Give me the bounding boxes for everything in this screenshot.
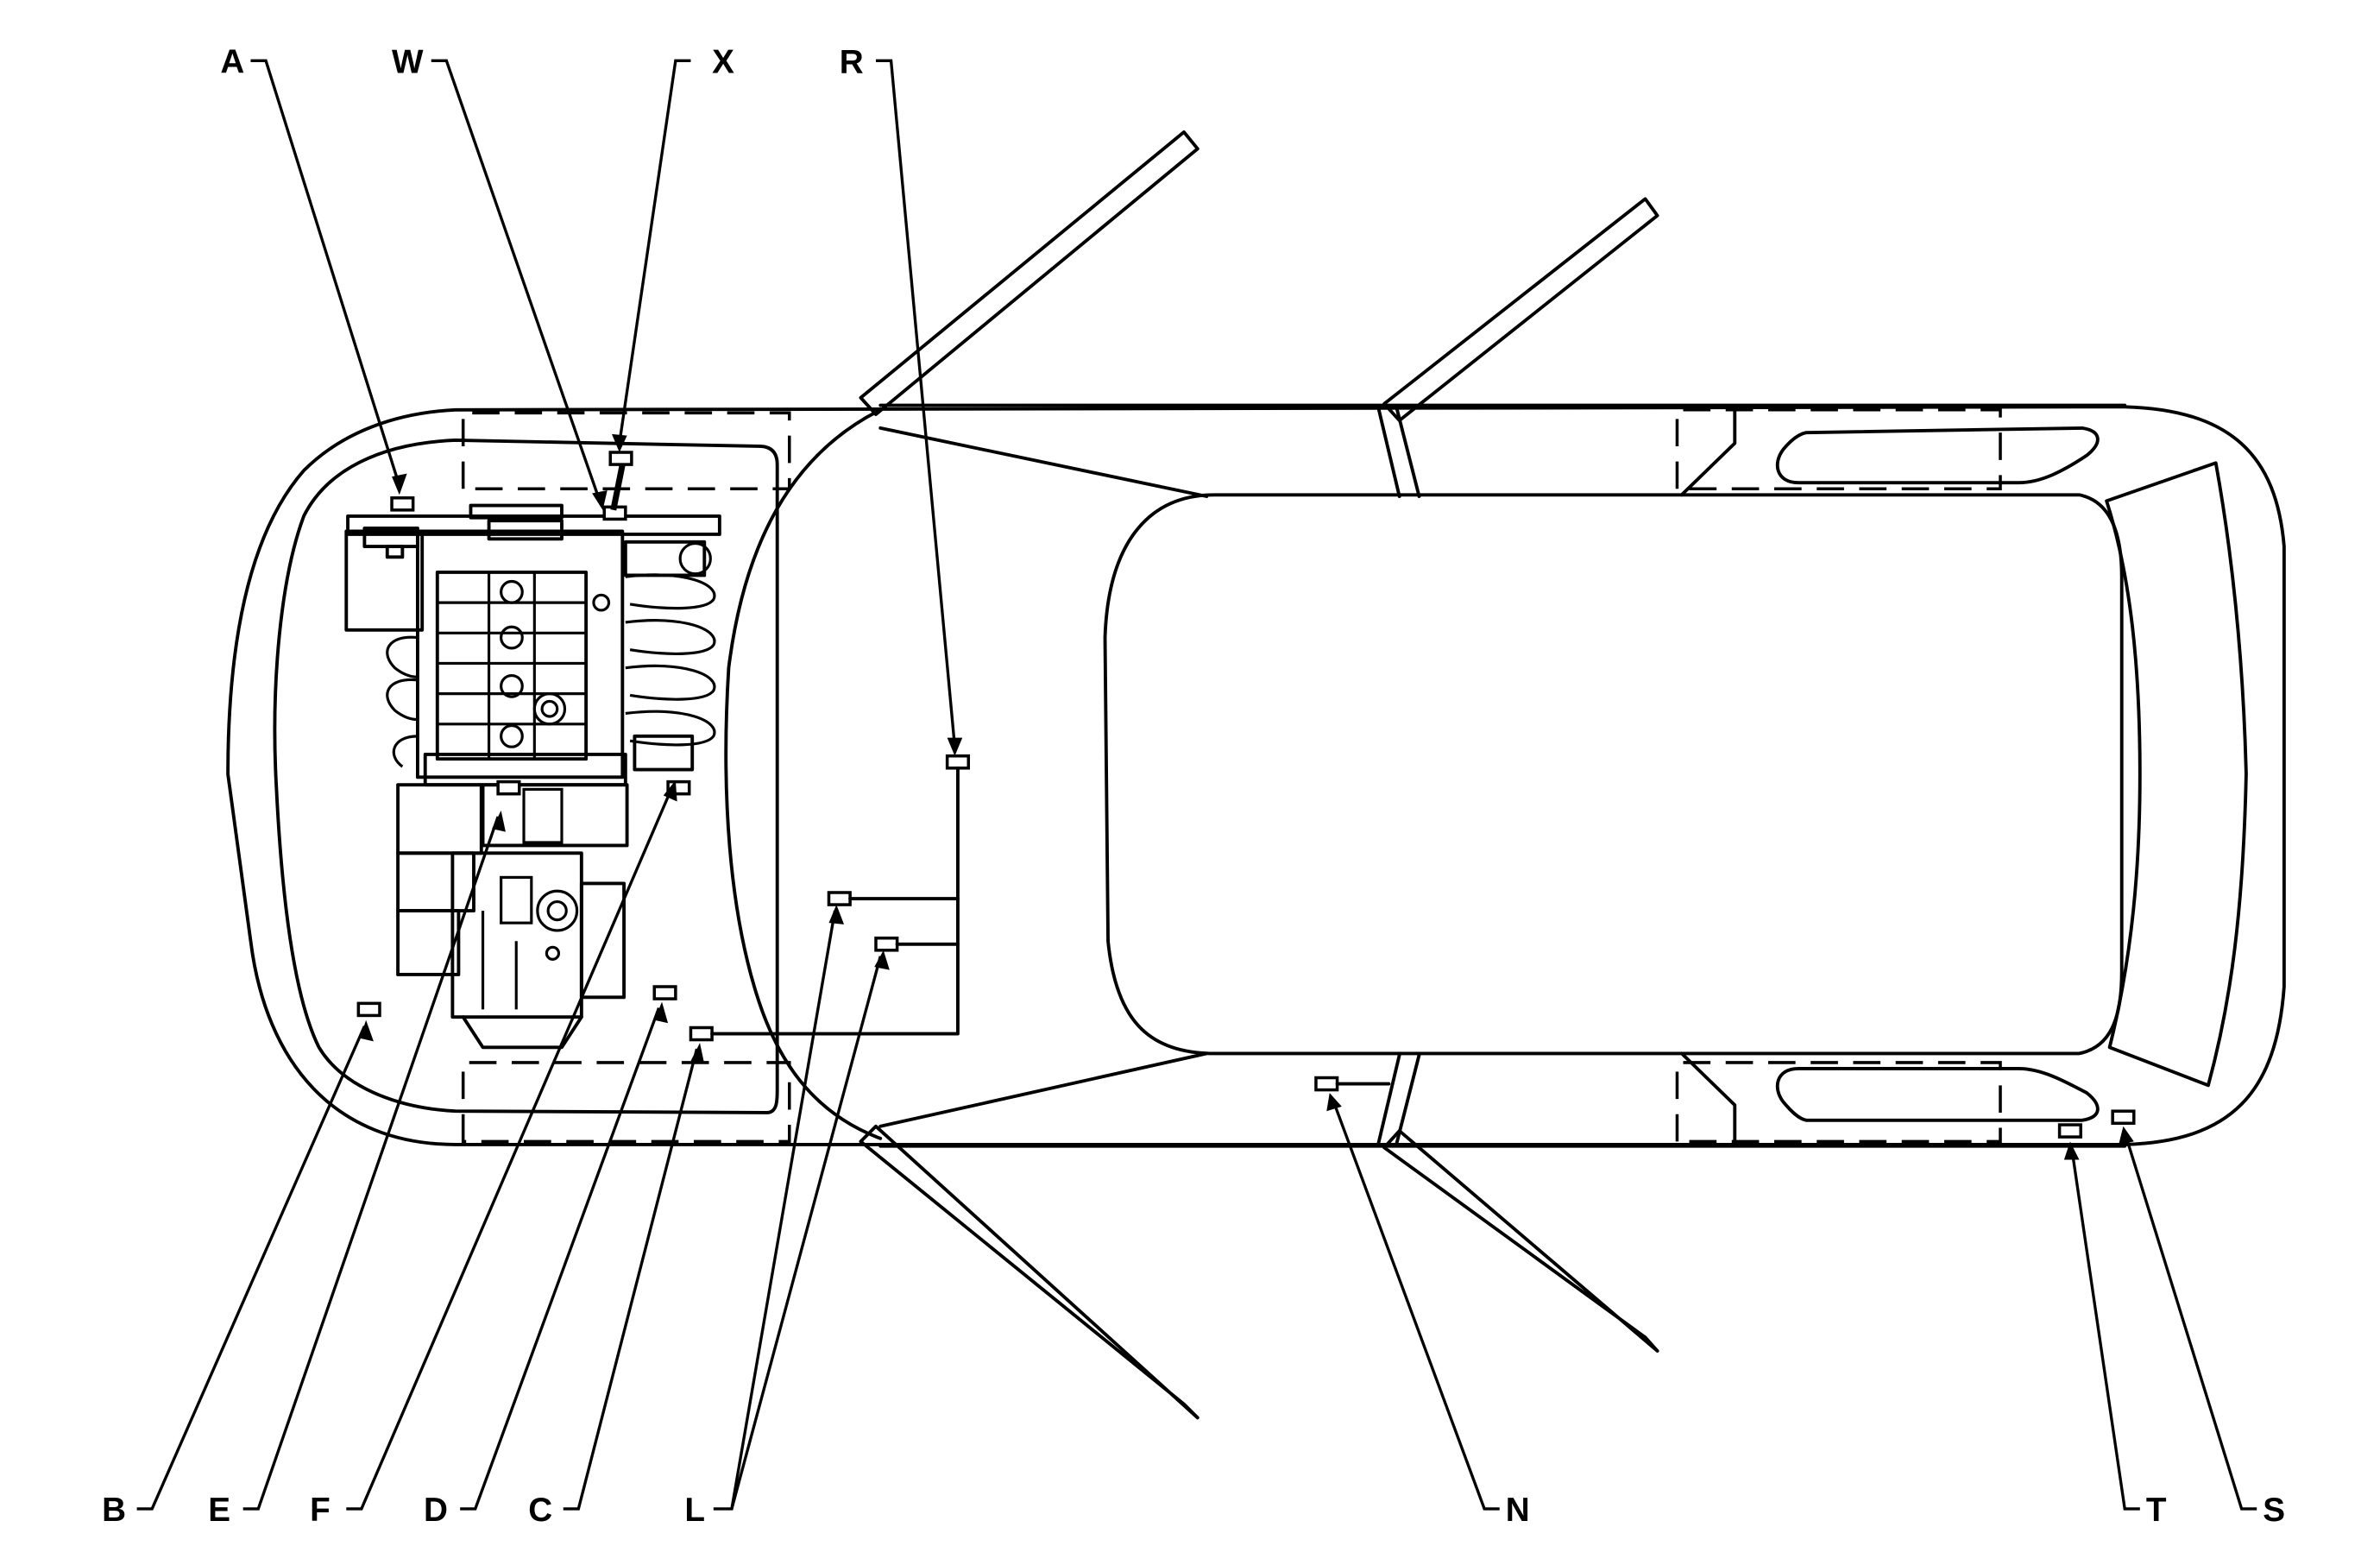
label-b: B: [102, 1492, 126, 1529]
connector-r: [945, 754, 971, 770]
leader-w: [431, 59, 601, 502]
leader-r: [875, 59, 957, 748]
connector-c: [689, 1025, 714, 1042]
connector-s: [2111, 1109, 2136, 1126]
label-d: D: [424, 1492, 448, 1529]
leader-l1: [713, 910, 837, 1511]
label-f: F: [310, 1492, 331, 1529]
label-w: W: [392, 43, 424, 80]
connector-x: [608, 451, 633, 466]
leader-f: [346, 786, 674, 1511]
leader-n: [1331, 1098, 1500, 1511]
connector-n: [1314, 1076, 1339, 1092]
label-e: E: [208, 1492, 230, 1529]
connector-l1: [827, 891, 852, 906]
label-l: L: [684, 1492, 705, 1529]
leader-x: [618, 59, 691, 444]
connector-d: [652, 985, 677, 1000]
leader-s: [2123, 1132, 2257, 1511]
leader-e: [242, 816, 500, 1511]
label-x: X: [712, 43, 734, 80]
connector-a: [390, 496, 415, 512]
connector-e: [496, 779, 521, 796]
leader-b: [136, 1025, 366, 1511]
leader-lines: [136, 59, 2257, 1511]
connector-l2: [874, 936, 899, 952]
leader-c: [563, 1048, 699, 1511]
front-left-door: [859, 130, 1199, 417]
front-right-door: [859, 1124, 1199, 1420]
callout-labels: A W X R B E F D C L N T S: [102, 43, 2285, 1529]
label-a: A: [220, 43, 244, 80]
leader-l2: [730, 956, 882, 1510]
rear-left-door: [1382, 197, 1659, 423]
wiring-harness: [610, 464, 1391, 1086]
leader-t: [2070, 1147, 2140, 1511]
leader-d: [460, 1007, 661, 1511]
engine-assembly: [344, 503, 721, 1050]
label-s: S: [2263, 1492, 2285, 1529]
connector-b: [356, 1001, 381, 1018]
connector-t: [2057, 1123, 2082, 1139]
vehicle-body: [226, 130, 2286, 1420]
label-r: R: [840, 43, 864, 80]
rear-right-door: [1382, 1129, 1659, 1353]
leader-a: [250, 59, 401, 487]
label-c: C: [528, 1492, 552, 1529]
label-n: N: [1506, 1492, 1530, 1529]
label-t: T: [2146, 1492, 2167, 1529]
